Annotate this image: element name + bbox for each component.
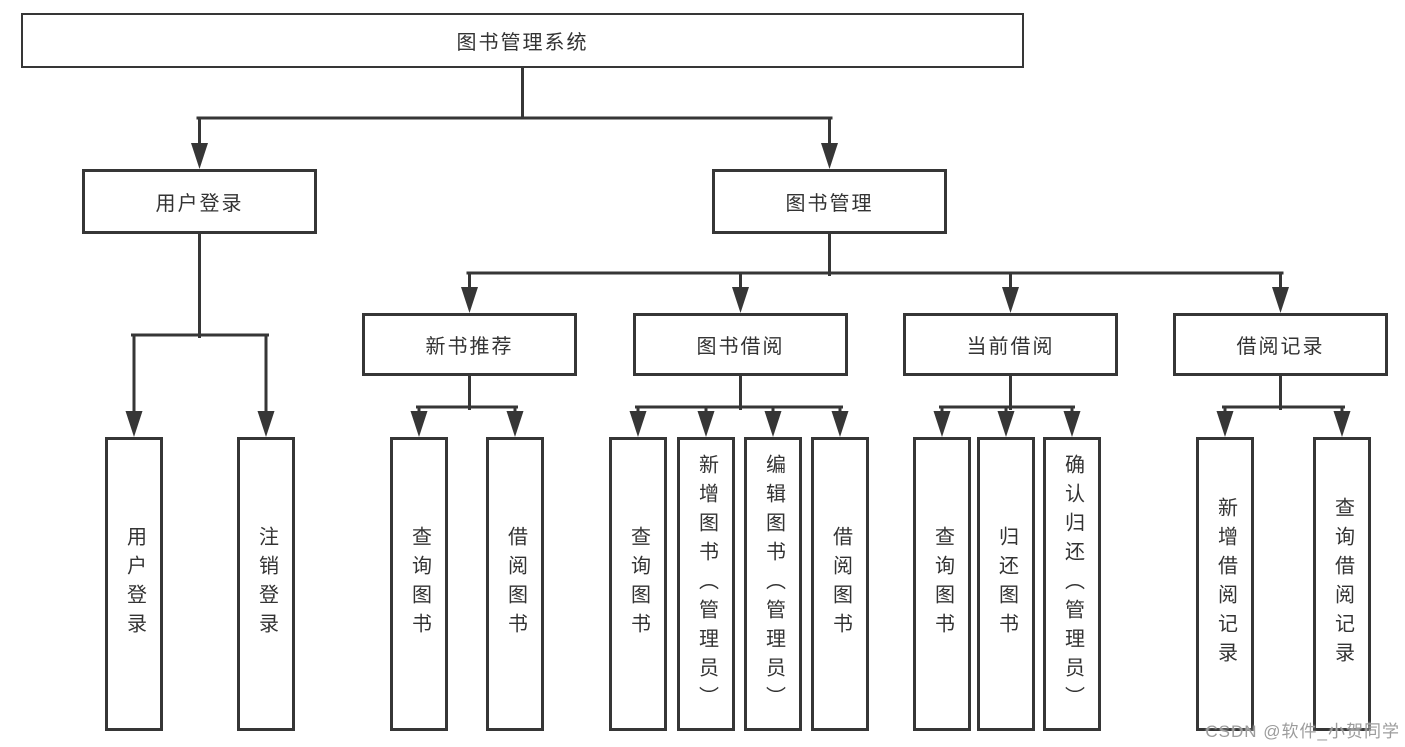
node-book-borrow: 图书借阅 — [633, 313, 848, 376]
node-label: 用户登录 — [155, 193, 244, 215]
node-label: 借阅图书 — [504, 526, 527, 642]
node-label: 查询图书 — [627, 526, 650, 642]
node-label: 新增图书（管理员） — [695, 453, 718, 715]
csdn-watermark: CSDN @软件_小贺同学 — [1205, 722, 1400, 741]
node-label: 借阅记录 — [1236, 336, 1325, 358]
node-current-borrow: 当前借阅 — [903, 313, 1118, 376]
leaf-query-borrow-record: 查询借阅记录 — [1313, 437, 1371, 731]
node-label: 新书推荐 — [425, 336, 514, 358]
leaf-query-book-current: 查询图书 — [913, 437, 971, 731]
node-user-login: 用户登录 — [82, 169, 317, 234]
leaf-confirm-return-admin: 确认归还（管理员） — [1043, 437, 1101, 731]
leaf-add-borrow-record: 新增借阅记录 — [1196, 437, 1254, 731]
node-label: 用户登录 — [123, 526, 146, 642]
node-label: 查询图书 — [931, 526, 954, 642]
node-library-management-system: 图书管理系统 — [21, 13, 1024, 68]
node-label: 编辑图书（管理员） — [762, 453, 785, 715]
leaf-query-book-borrow: 查询图书 — [609, 437, 667, 731]
leaf-query-book-recommend: 查询图书 — [390, 437, 448, 731]
node-book-management: 图书管理 — [712, 169, 947, 234]
node-label: 确认归还（管理员） — [1061, 453, 1084, 715]
leaf-logout: 注销登录 — [237, 437, 295, 731]
leaf-borrow-book: 借阅图书 — [811, 437, 869, 731]
node-label: 查询图书 — [408, 526, 431, 642]
leaf-return-book: 归还图书 — [977, 437, 1035, 731]
node-label: 当前借阅 — [966, 336, 1055, 358]
leaf-add-book-admin: 新增图书（管理员） — [677, 437, 735, 731]
node-label: 归还图书 — [995, 526, 1018, 642]
node-label: 新增借阅记录 — [1214, 497, 1237, 671]
leaf-edit-book-admin: 编辑图书（管理员） — [744, 437, 802, 731]
leaf-user-login: 用户登录 — [105, 437, 163, 731]
node-label: 图书管理系统 — [456, 32, 589, 54]
node-label: 查询借阅记录 — [1331, 497, 1354, 671]
node-label: 图书借阅 — [696, 336, 785, 358]
node-label: 注销登录 — [255, 526, 278, 642]
node-new-book-recommend: 新书推荐 — [362, 313, 577, 376]
node-label: 图书管理 — [785, 193, 874, 215]
node-label: 借阅图书 — [829, 526, 852, 642]
leaf-borrow-book-recommend: 借阅图书 — [486, 437, 544, 731]
node-borrow-record: 借阅记录 — [1173, 313, 1388, 376]
